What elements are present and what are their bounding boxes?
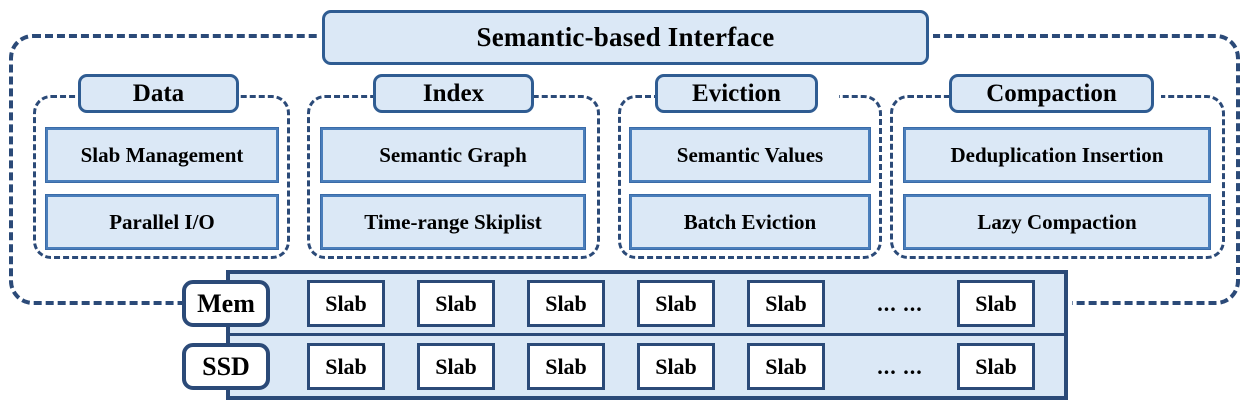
module-item-deduplication-insertion: Deduplication Insertion [903,127,1211,183]
slab-box: Slab [747,343,825,390]
storage-tier-label-mem: Mem [182,280,270,327]
module-header-data: Data [78,74,239,113]
module-item-time-range-skiplist: Time-range Skiplist [320,194,586,250]
slab-box: Slab [747,280,825,327]
semantic-interface-bar: Semantic-based Interface [322,10,929,65]
slab-box: Slab [957,280,1035,327]
slab-ellipsis: ... ... [877,353,923,379]
module-item-semantic-values: Semantic Values [629,127,871,183]
slab-box: Slab [637,280,715,327]
slab-box: Slab [957,343,1035,390]
slab-box: Slab [527,280,605,327]
module-item-parallel-io: Parallel I/O [45,194,279,250]
slab-ellipsis: ... ... [877,290,923,316]
slab-box: Slab [417,280,495,327]
slab-box: Slab [637,343,715,390]
storage-tier-label-ssd: SSD [182,343,270,390]
module-item-batch-eviction: Batch Eviction [629,194,871,250]
module-item-semantic-graph: Semantic Graph [320,127,586,183]
slab-box: Slab [307,343,385,390]
module-item-lazy-compaction: Lazy Compaction [903,194,1211,250]
slab-box: Slab [307,280,385,327]
module-header-index: Index [373,74,534,113]
slab-box: Slab [527,343,605,390]
storage-tier-divider [226,333,1068,336]
module-header-eviction: Eviction [655,74,818,113]
slab-box: Slab [417,343,495,390]
module-item-slab-management: Slab Management [45,127,279,183]
module-header-compaction: Compaction [949,74,1154,113]
